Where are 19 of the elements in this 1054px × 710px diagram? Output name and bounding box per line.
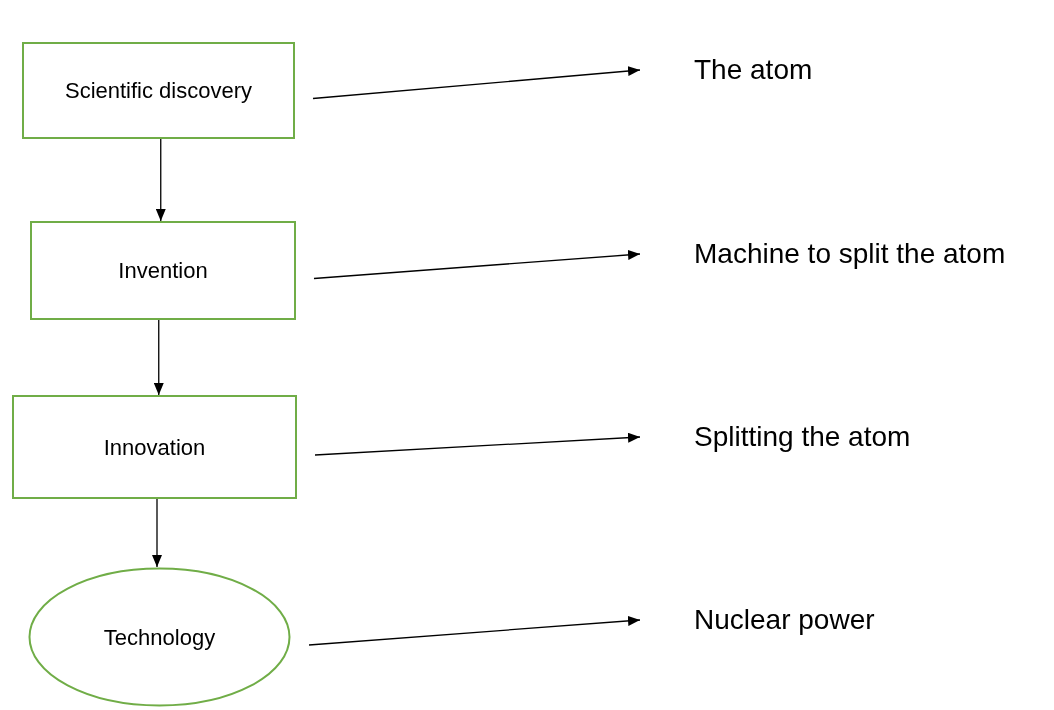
- step-label: Innovation: [103, 433, 206, 462]
- process-ellipse: [28, 567, 291, 707]
- arrow: [155, 138, 166, 222]
- process-box: [30, 221, 296, 320]
- step-label: Invention: [118, 257, 208, 285]
- step-label: Technology: [103, 623, 216, 652]
- arrow: [312, 66, 641, 100]
- process-box: [12, 395, 297, 499]
- outcome-text: Machine to split the atom: [694, 236, 1006, 272]
- outcome-text: Nuclear power: [694, 602, 875, 638]
- arrow: [152, 498, 162, 568]
- step-label: Scientific discovery: [64, 77, 253, 105]
- outcome-text: Splitting the atom: [694, 419, 911, 455]
- arrow: [308, 615, 641, 646]
- arrow: [314, 432, 641, 456]
- process-box: [22, 42, 295, 139]
- arrow: [313, 249, 641, 280]
- arrow: [153, 319, 164, 396]
- outcome-text: The atom: [694, 52, 813, 88]
